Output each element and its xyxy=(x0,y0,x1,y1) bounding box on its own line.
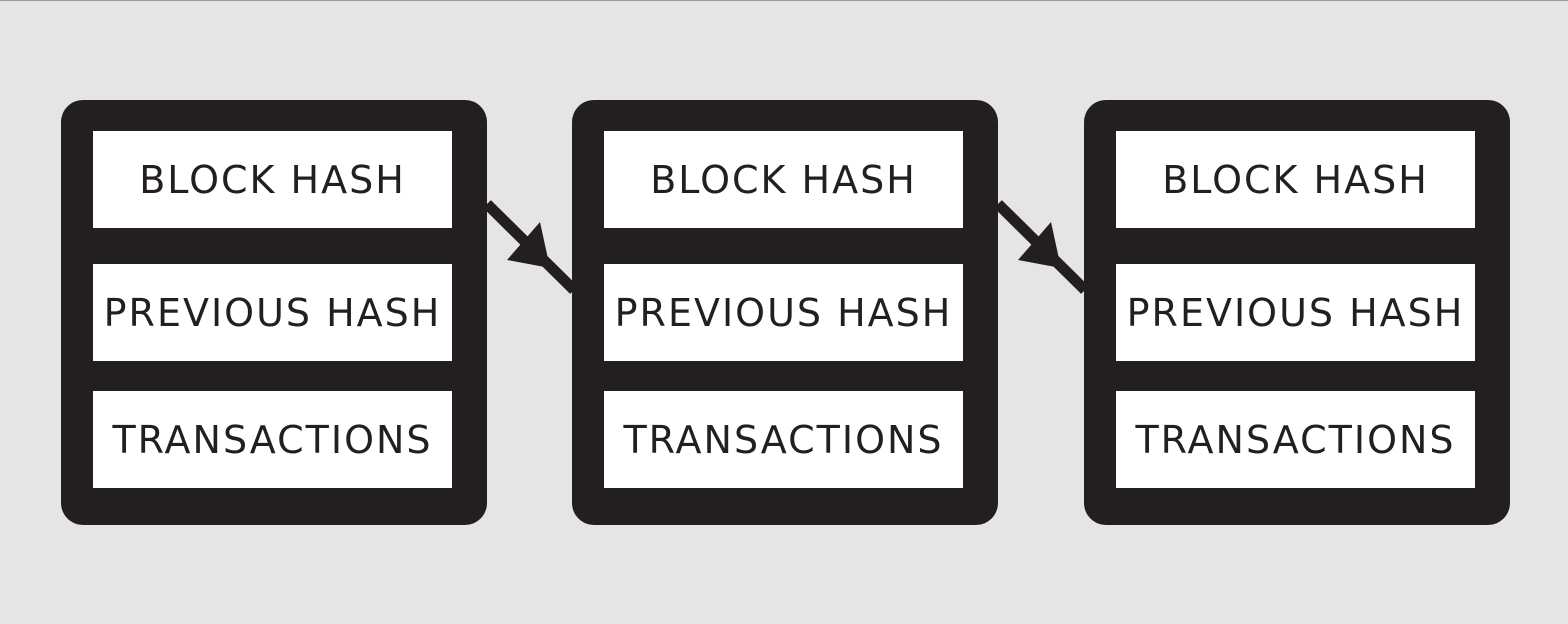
block-3: BLOCK HASH PREVIOUS HASH TRANSACTIONS xyxy=(1084,100,1510,525)
block-hash-label: BLOCK HASH xyxy=(650,157,917,202)
block-1-block-hash-field: BLOCK HASH xyxy=(93,131,452,228)
link-arrow-1 xyxy=(483,200,578,294)
block-1-previous-hash-field: PREVIOUS HASH xyxy=(93,264,452,361)
transactions-label: TRANSACTIONS xyxy=(623,417,944,462)
arrowhead-icon xyxy=(507,222,550,268)
block-3-previous-hash-field: PREVIOUS HASH xyxy=(1116,264,1475,361)
block-3-block-hash-field: BLOCK HASH xyxy=(1116,131,1475,228)
block-2-transactions-field: TRANSACTIONS xyxy=(604,391,963,488)
block-1-transactions-field: TRANSACTIONS xyxy=(93,391,452,488)
previous-hash-label: PREVIOUS HASH xyxy=(614,290,953,335)
transactions-label: TRANSACTIONS xyxy=(1135,417,1456,462)
arrowhead-icon xyxy=(1018,222,1061,268)
block-3-transactions-field: TRANSACTIONS xyxy=(1116,391,1475,488)
block-hash-label: BLOCK HASH xyxy=(139,157,406,202)
block-1: BLOCK HASH PREVIOUS HASH TRANSACTIONS xyxy=(61,100,487,525)
previous-hash-label: PREVIOUS HASH xyxy=(1126,290,1465,335)
previous-hash-label: PREVIOUS HASH xyxy=(103,290,442,335)
block-hash-label: BLOCK HASH xyxy=(1162,157,1429,202)
block-2-previous-hash-field: PREVIOUS HASH xyxy=(604,264,963,361)
top-border-line xyxy=(0,0,1568,1)
block-2: BLOCK HASH PREVIOUS HASH TRANSACTIONS xyxy=(572,100,998,525)
transactions-label: TRANSACTIONS xyxy=(112,417,433,462)
link-arrow-2 xyxy=(994,200,1089,294)
block-2-block-hash-field: BLOCK HASH xyxy=(604,131,963,228)
